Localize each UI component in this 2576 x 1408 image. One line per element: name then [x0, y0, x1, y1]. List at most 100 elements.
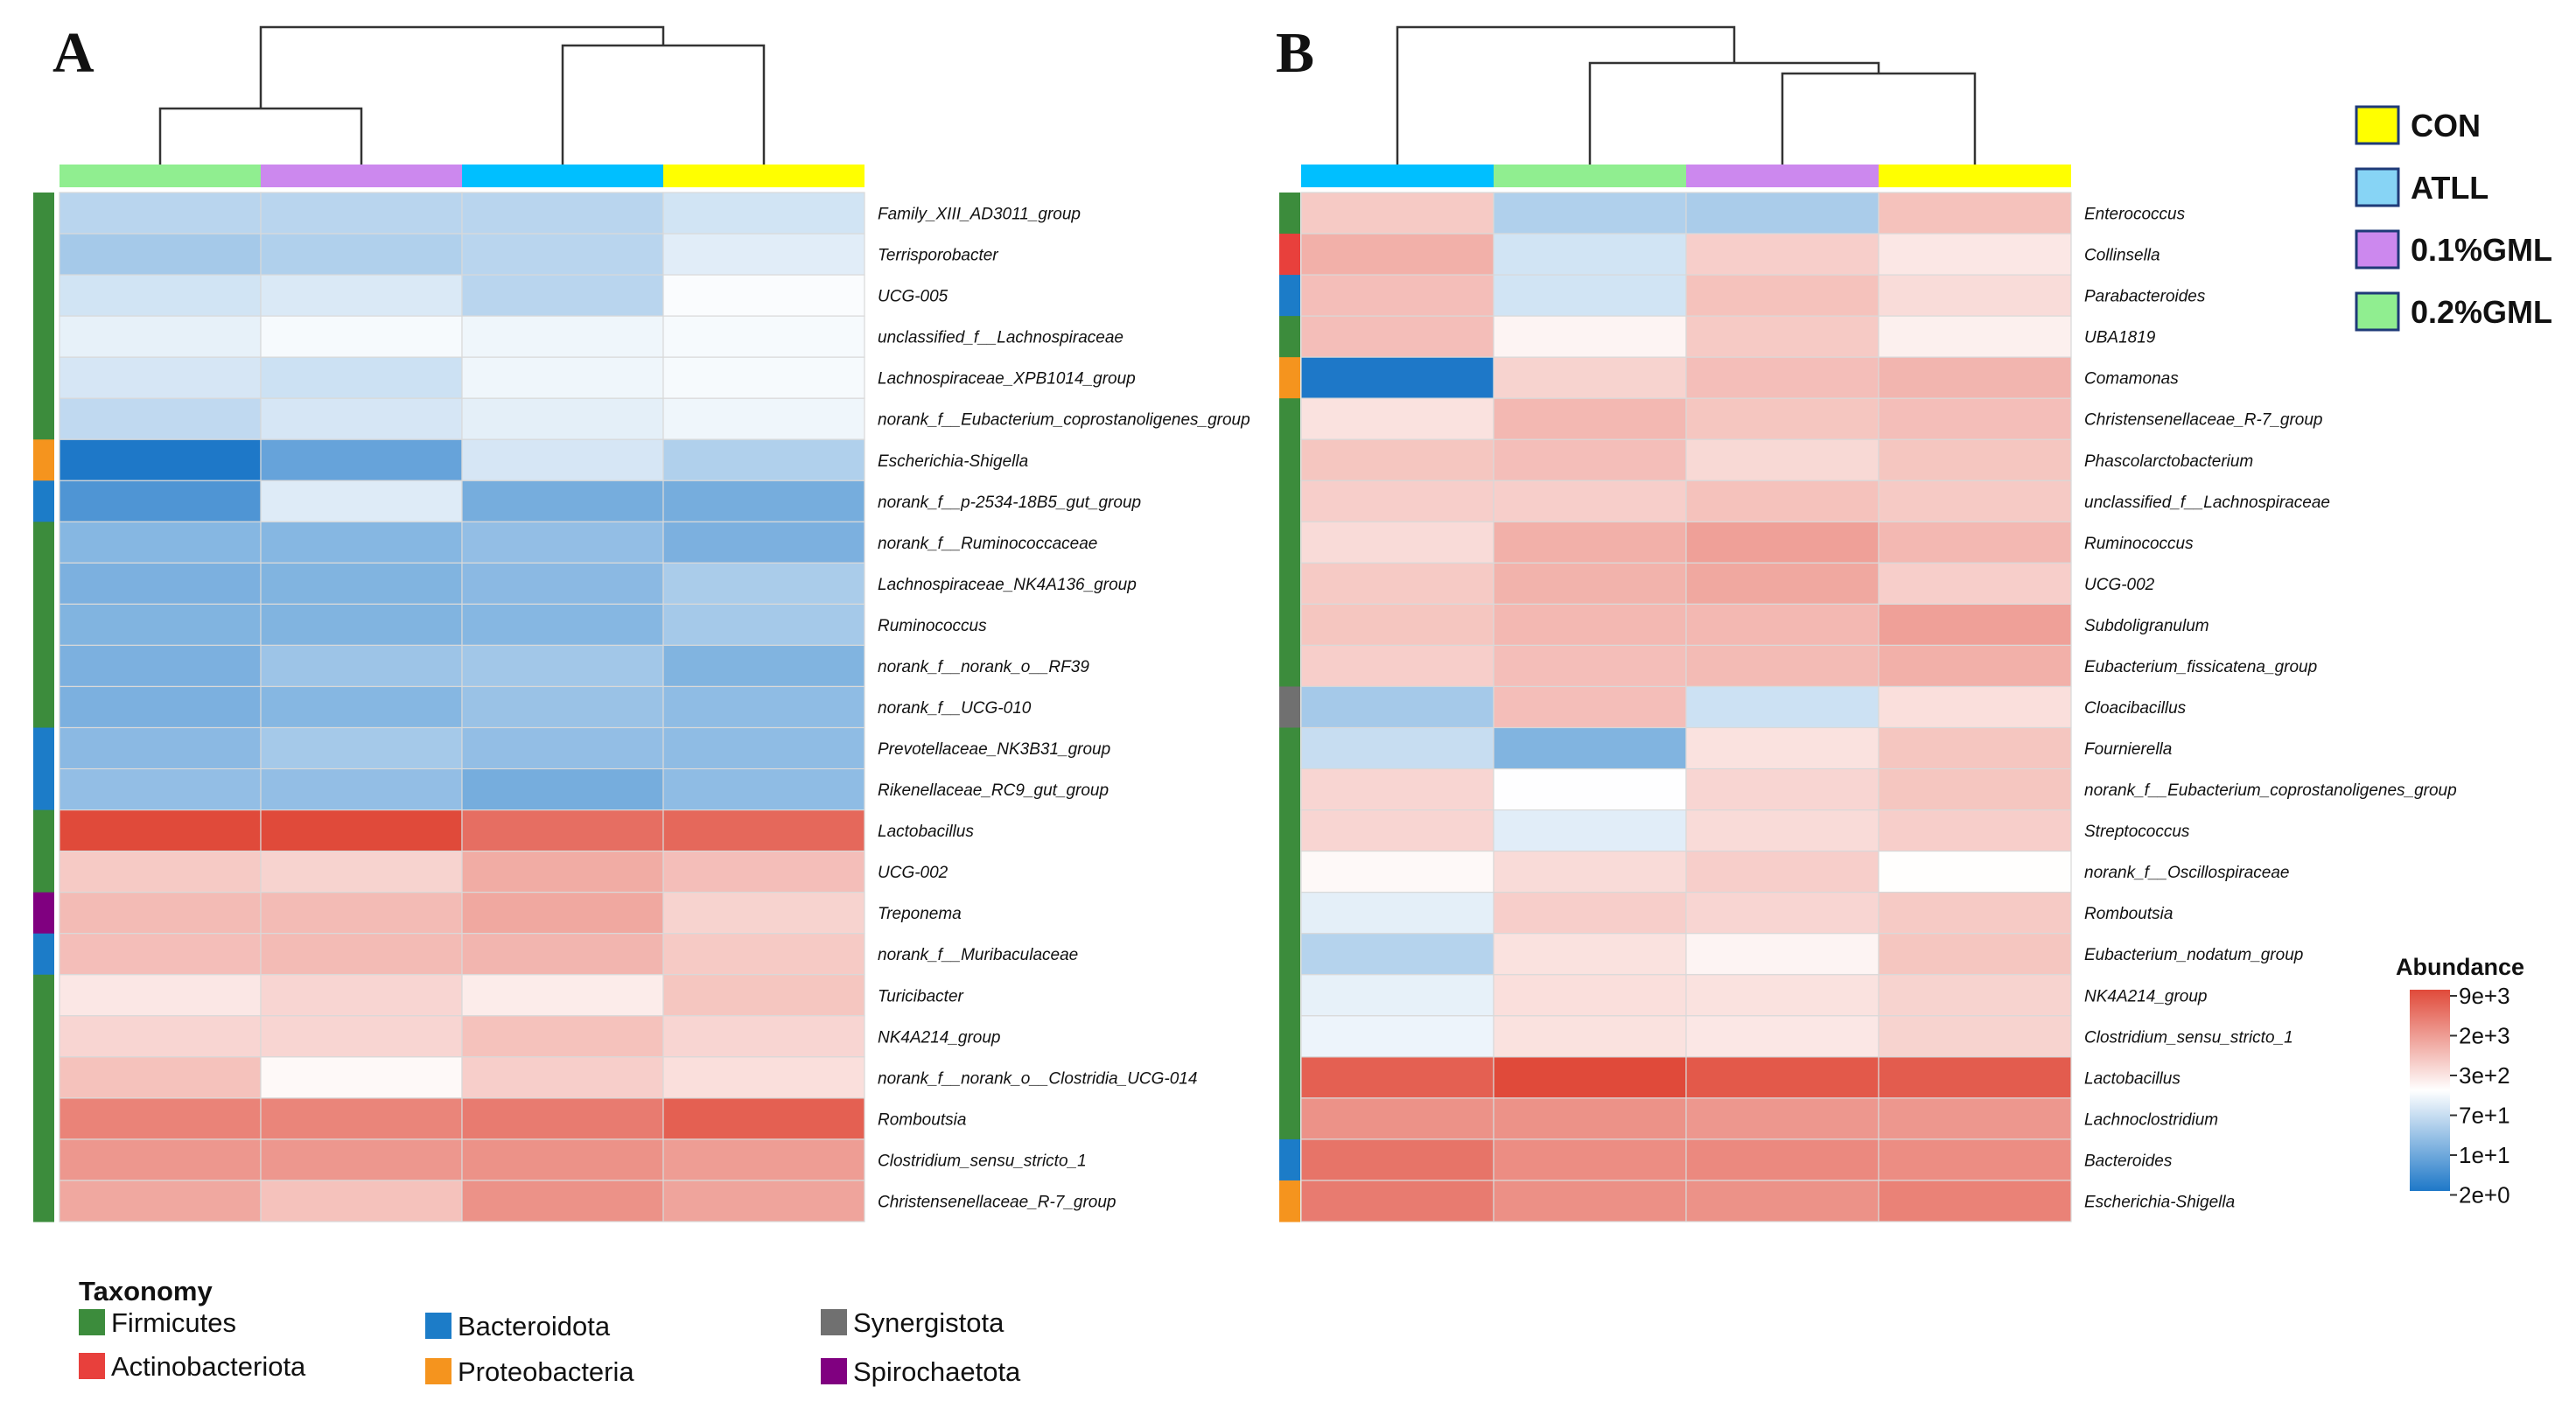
row-label: Christensenellaceae_R-7_group — [2084, 411, 2323, 430]
heatmap-cell — [260, 521, 463, 564]
heatmap-cell — [1300, 233, 1494, 276]
row-label: Eubacterium_fissicatena_group — [2084, 658, 2317, 676]
row-label: Escherichia-Shigella — [2084, 1193, 2235, 1211]
group-bar-segment — [60, 165, 261, 187]
heatmap-cell — [1493, 726, 1687, 770]
phylum-strip-segment — [1279, 1138, 1300, 1181]
heatmap-cell — [1878, 767, 2072, 811]
row-label: Lachnospiraceae_NK4A136_group — [878, 576, 1137, 594]
heatmap-cell — [1878, 438, 2072, 481]
row-label: UBA1819 — [2084, 329, 2156, 347]
heatmap-cell — [1685, 767, 1880, 811]
heatmap-cell — [1300, 851, 1494, 893]
phylum-strip-segment — [1279, 439, 1300, 481]
panel-a-label: A — [52, 21, 94, 85]
phylum-strip-segment — [33, 398, 54, 440]
heatmap-cell — [1685, 521, 1880, 564]
row-label: Parabacteroides — [2084, 288, 2206, 306]
row-label: norank_f__Muribaculaceae — [878, 946, 1078, 964]
phylum-strip-segment — [1279, 1097, 1300, 1140]
heatmap-cell — [1300, 1180, 1494, 1222]
row-label: Subdoligranulum — [2084, 617, 2209, 635]
heatmap-cell — [260, 851, 463, 893]
scale-tick-label: 2e+3 — [2459, 1023, 2510, 1049]
taxonomy-label: Firmicutes — [111, 1307, 236, 1338]
dendrogram-a — [158, 25, 766, 166]
row-label: Eubacterium_nodatum_group — [2084, 946, 2303, 964]
group-legend-label: 0.2%GML — [2411, 294, 2552, 330]
taxonomy-items: FirmicutesActinobacteriotaBacteroidotaPr… — [79, 1307, 1021, 1387]
heatmap-cell — [662, 1180, 865, 1222]
heatmap-cell — [260, 726, 463, 770]
heatmap-cell — [1878, 1138, 2072, 1181]
heatmap-cell — [1685, 644, 1880, 688]
phylum-strip-segment — [1279, 357, 1300, 399]
group-legend-swatch — [2355, 167, 2400, 207]
phylum-strip-segment — [33, 974, 54, 1017]
phylum-strip-b — [1279, 193, 1300, 1222]
heatmap-cell — [1685, 233, 1880, 276]
phylum-strip-segment — [33, 809, 54, 852]
heatmap-cell — [1685, 933, 1880, 976]
row-label: UCG-002 — [878, 864, 948, 882]
phylum-strip-segment — [33, 768, 54, 811]
heatmap-cell — [59, 809, 262, 852]
phylum-strip-segment — [33, 892, 54, 935]
heatmap-cell — [59, 1097, 262, 1140]
phylum-strip-segment — [33, 1180, 54, 1222]
heatmap-cell — [1493, 603, 1687, 647]
heatmap-cell — [1878, 1097, 2072, 1140]
heatmap-cell — [1300, 274, 1494, 317]
phylum-strip-segment — [33, 727, 54, 770]
heatmap-cell — [1878, 1180, 2072, 1222]
heatmap-cell — [461, 726, 664, 770]
heatmap-cell — [59, 521, 262, 564]
heatmap-cell — [461, 974, 664, 1017]
row-label: Lactobacillus — [878, 823, 974, 841]
row-label: norank_f__UCG-010 — [878, 699, 1032, 718]
heatmap-cell — [260, 767, 463, 811]
heatmap-cell — [1878, 233, 2072, 276]
heatmap-cell — [1685, 397, 1880, 440]
heatmap-cell — [1878, 892, 2072, 935]
heatmap-cell — [59, 315, 262, 358]
heatmap-cell — [1878, 933, 2072, 976]
heatmap-cell — [1878, 480, 2072, 522]
phylum-strip-segment — [1279, 892, 1300, 935]
heatmap-cell — [260, 233, 463, 276]
heatmap-cell — [662, 480, 865, 522]
row-label: Terrisporobacter — [878, 247, 998, 265]
scale-ticks: 9e+32e+33e+27e+11e+12e+0 — [2450, 983, 2510, 1208]
heatmap-cell — [461, 851, 664, 893]
group-legend-swatch — [2355, 291, 2400, 332]
heatmap-cell — [461, 1015, 664, 1058]
heatmap-cell — [1300, 315, 1494, 358]
row-labels-b: EnterococcusCollinsellaParabacteroidesUB… — [2084, 206, 2457, 1212]
phylum-strip-segment — [33, 645, 54, 687]
phylum-strip-segment — [1279, 316, 1300, 358]
heatmap-cell — [1300, 438, 1494, 481]
row-label: Lactobacillus — [2084, 1069, 2180, 1088]
dendrogram-b — [1396, 25, 1977, 166]
heatmap-cell — [1493, 685, 1687, 729]
phylum-strip-segment — [1279, 563, 1300, 605]
heatmap-cell — [662, 644, 865, 688]
row-label: UCG-005 — [878, 288, 948, 306]
heatmap-cell — [260, 1180, 463, 1222]
heatmap-cell — [662, 809, 865, 852]
row-label: norank_f__Oscillospiraceae — [2084, 864, 2289, 882]
phylum-strip-segment — [33, 480, 54, 522]
heatmap-cell — [1685, 809, 1880, 852]
heatmap-cell — [1878, 644, 2072, 688]
heatmap-cell — [260, 933, 463, 976]
group-legend-label: ATLL — [2411, 170, 2488, 206]
phylum-strip-segment — [33, 522, 54, 564]
row-label: Rikenellaceae_RC9_gut_group — [878, 781, 1109, 800]
heatmap-cell — [461, 480, 664, 522]
heatmap-cell — [662, 521, 865, 564]
heatmap-cell — [1493, 1015, 1687, 1058]
heatmap-cell — [1493, 1056, 1687, 1099]
row-label: norank_f__norank_o__Clostridia_UCG-014 — [878, 1069, 1197, 1088]
heatmap-cell — [1300, 1138, 1494, 1181]
